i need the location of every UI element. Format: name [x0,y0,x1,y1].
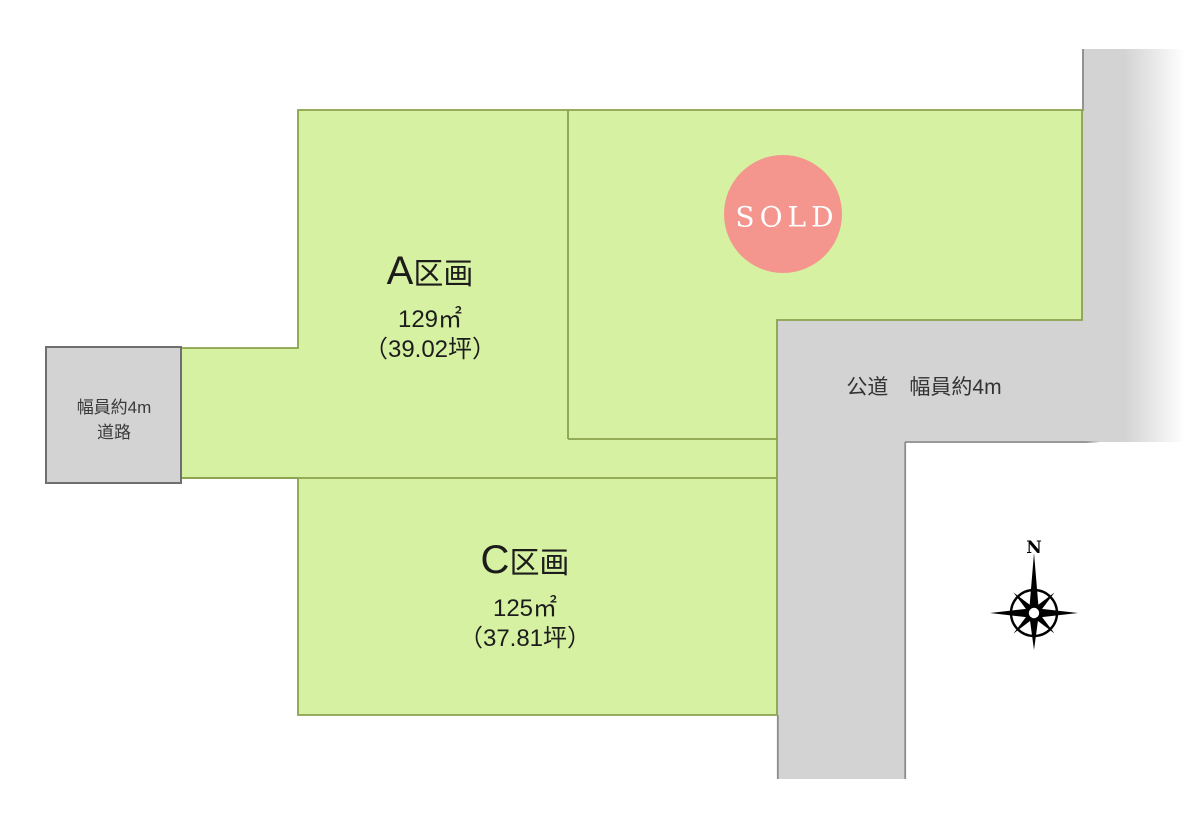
compass-rose: N [990,538,1078,650]
lot-c-letter: C [480,538,510,582]
west-road-box [45,346,182,484]
lot-a-label: A区画 129㎡ （39.02坪） [364,250,496,364]
east-road-label: 公道 幅員約4m [846,376,1002,399]
lot-c-label: C区画 125㎡ （37.81坪） [459,539,591,653]
compass-north-label: N [1026,538,1042,558]
lot-c-suffix: 区画 [509,547,570,580]
lot-a-letter: A [386,249,414,293]
lot-a-suffix: 区画 [413,258,474,291]
east-road-top-strip [1082,49,1200,320]
sold-badge-label: SOLD [735,200,839,234]
lot-c-name: C区画 [459,539,591,585]
west-road-label: 幅員約4m 道路 [77,395,152,445]
sold-badge-circle [724,155,842,273]
compass-center-dot [1028,607,1040,619]
east-road-band [777,320,1200,442]
east-road-lower-segment [777,442,906,779]
compass-needle-ns [1029,553,1039,650]
lot-a-tsubo: （39.02坪） [363,336,497,363]
lot-a-area: 129㎡ [397,306,463,333]
east-road-band-bottom-edge-line [905,441,1100,443]
lot-c-area: 125㎡ [492,595,558,622]
west-road-label-line2: 道路 [97,423,131,442]
lot-a-name: A区画 [364,250,496,296]
green-parcels-polygon [180,109,1083,716]
lot-c-tsubo: （37.81坪） [458,625,592,652]
west-road-label-line1: 幅員約4m [76,398,152,417]
